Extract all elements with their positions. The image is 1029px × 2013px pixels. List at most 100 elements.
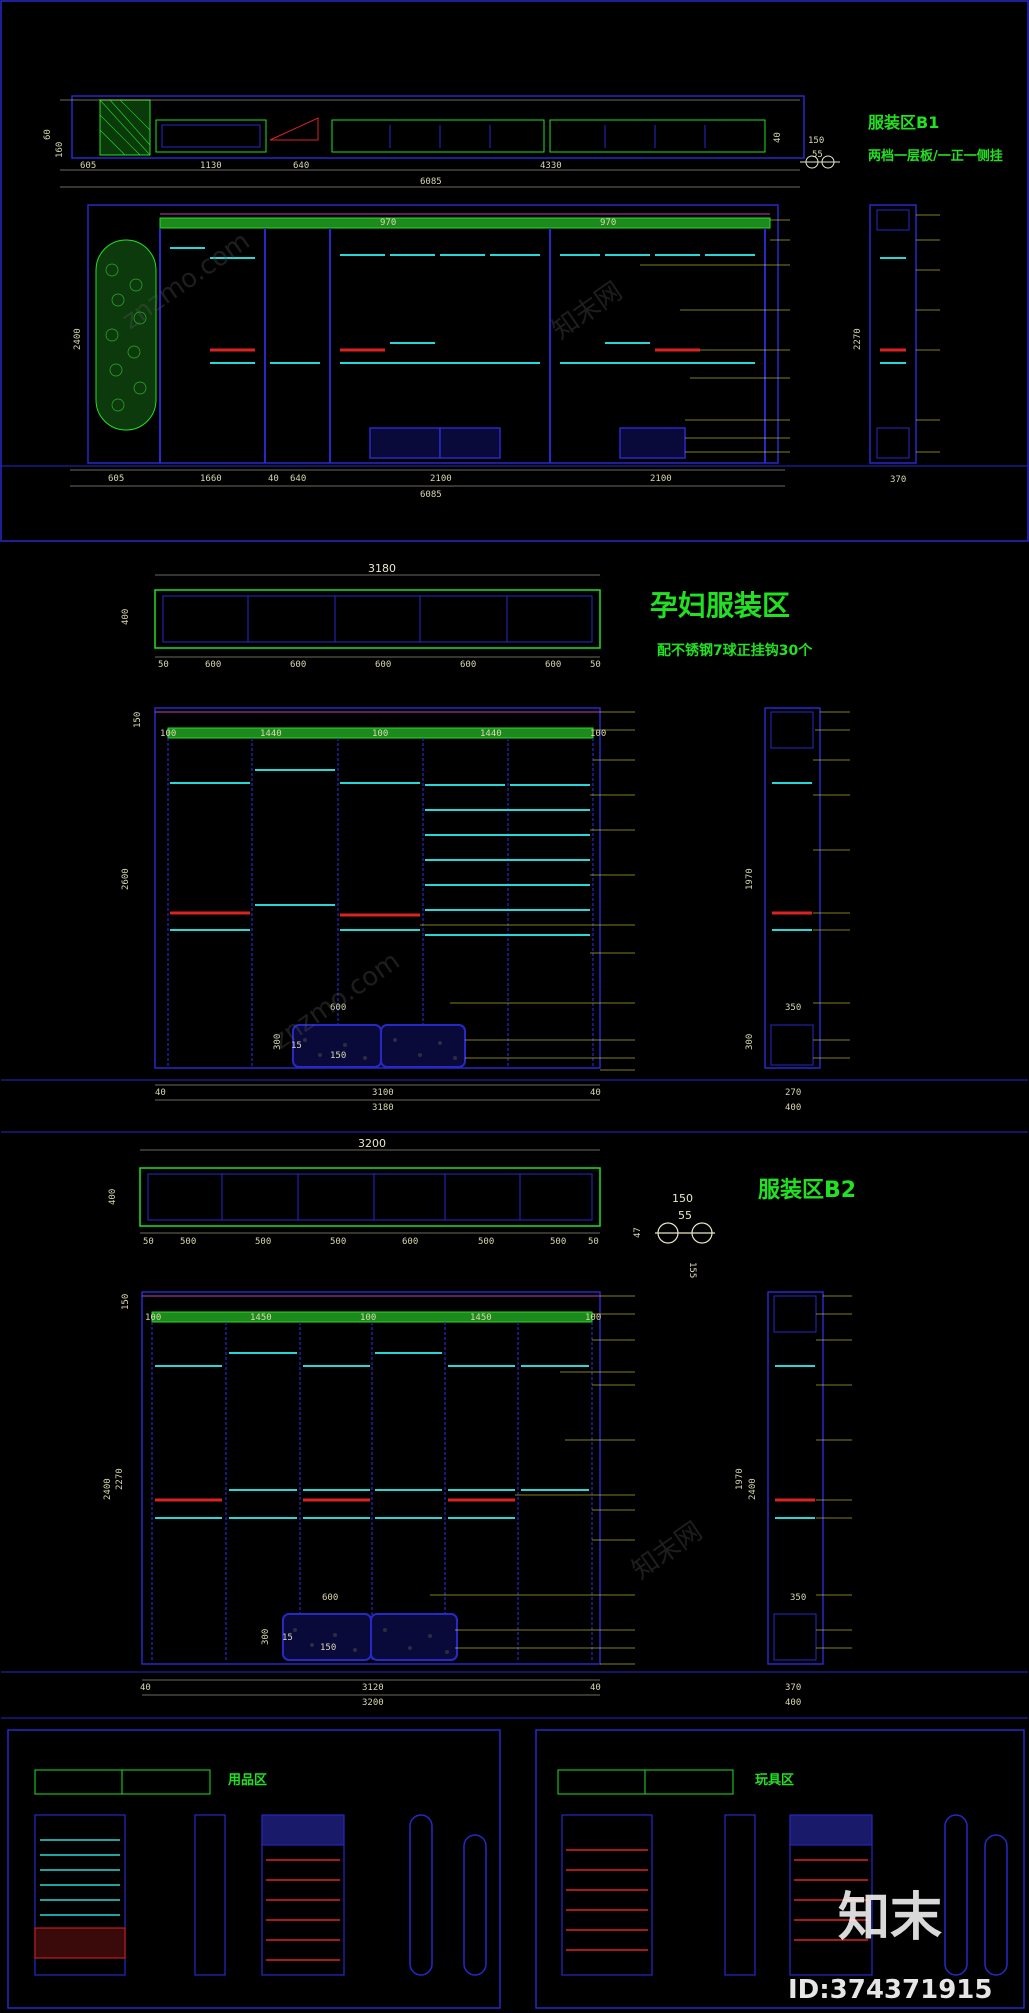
maternity-side-section: 1970 350 300 270 400	[745, 707, 850, 1113]
maternity-bottom-3100: 3100	[372, 1088, 394, 1098]
toys-title: 玩具区	[755, 1773, 794, 1788]
supplies-title: 用品区	[227, 1773, 267, 1788]
b2-seg-7: 50	[588, 1237, 599, 1247]
section-maternity: 3180 400 50 600 600 600 600 600 50 孕妇服装区…	[1, 562, 1028, 1133]
maternity-side-400: 400	[785, 1103, 801, 1113]
b1-hook-150: 150	[808, 136, 824, 146]
watermark-cn-1: 知末网	[547, 276, 628, 345]
maternity-seg-3: 600	[375, 660, 391, 670]
maternity-bench-300: 300	[273, 1034, 283, 1050]
b1-elev-top-970a: 970	[380, 218, 396, 228]
b1-elev-top-970b: 970	[600, 218, 616, 228]
maternity-seg-6: 50	[590, 660, 601, 670]
b1-plan-view: 605 1130 640 4330 6085 60 160 40	[43, 95, 805, 188]
section-toys: 玩具区	[535, 1729, 1025, 2009]
maternity-elev-2600: 2600	[121, 868, 131, 890]
b2-seg-6: 500	[550, 1237, 566, 1247]
b2-hook-detail: 150 55 47 155	[633, 1192, 715, 1278]
b1-elev-dim-2100a: 2100	[430, 474, 452, 484]
b2-bench-150: 150	[320, 1643, 336, 1653]
maternity-plan-width: 3180	[368, 562, 396, 575]
b2-hook-47: 47	[633, 1227, 643, 1238]
b1-plan-dim-4330: 4330	[540, 161, 562, 171]
b2-plan-width: 3200	[358, 1137, 386, 1150]
b1-elev-dim-40: 40	[268, 474, 279, 484]
maternity-top-100c: 100	[590, 729, 606, 739]
b2-elev-2400: 2400	[103, 1478, 113, 1500]
maternity-subtitle: 配不锈钢7球正挂钩30个	[657, 642, 813, 659]
maternity-top-100b: 100	[372, 729, 388, 739]
b2-title: 服装区B2	[758, 1178, 856, 1203]
b1-plan-dim-40: 40	[773, 132, 783, 143]
b1-elev-dim-1660: 1660	[200, 474, 222, 484]
b2-top-100c: 100	[585, 1313, 601, 1323]
b1-plan-dim-160: 160	[55, 142, 65, 158]
maternity-plan-depth: 400	[121, 609, 131, 625]
maternity-seg-2: 600	[290, 660, 306, 670]
b2-side-1970: 1970	[735, 1468, 745, 1490]
b2-side-350: 350	[790, 1593, 806, 1603]
b2-bench-15: 15	[282, 1633, 293, 1643]
b1-elev-dim-2400: 2400	[73, 328, 83, 350]
watermark-id: ID:374371915	[788, 1975, 992, 2005]
b1-frame	[0, 0, 1029, 542]
b2-top-100b: 100	[360, 1313, 376, 1323]
b2-plan-depth: 400	[108, 1189, 118, 1205]
b1-title: 服装区B1	[868, 113, 939, 132]
watermark: znzmo.com 知末网 znzmo.com 知末网 知末 ID:374371…	[117, 226, 993, 2005]
b2-bottom-3200: 3200	[362, 1698, 384, 1708]
b1-side-dim-2270: 2270	[853, 328, 863, 350]
b1-elev-dim-605: 605	[108, 474, 124, 484]
b1-side-dim-370: 370	[890, 475, 906, 485]
b2-top-1450b: 1450	[470, 1313, 492, 1323]
b1-subtitle: 两档一层板/一正一侧挂	[868, 148, 1003, 164]
b2-bottom-40b: 40	[590, 1683, 601, 1693]
maternity-seg-5: 600	[545, 660, 561, 670]
b2-bench-300: 300	[261, 1629, 271, 1645]
maternity-bench-15: 15	[291, 1041, 302, 1051]
b2-plan-view: 3200 400 50 500 500 500 600 500 500 50	[108, 1137, 601, 1247]
maternity-side-300: 300	[745, 1034, 755, 1050]
b2-elev-150: 150	[121, 1294, 131, 1310]
b1-plan-dim-total: 6085	[420, 177, 442, 187]
maternity-bench-600: 600	[330, 1003, 346, 1013]
b2-top-1450a: 1450	[250, 1313, 272, 1323]
watermark-logo: 知末	[838, 1888, 942, 1948]
b1-plan-dim-60: 60	[43, 129, 53, 140]
maternity-bottom-40a: 40	[155, 1088, 166, 1098]
b1-elev-dim-640: 640	[290, 474, 306, 484]
maternity-top-1440a: 1440	[260, 729, 282, 739]
b2-hook-150: 150	[672, 1192, 693, 1205]
b1-hook-detail: 150 55	[800, 136, 840, 169]
b2-hook-155: 155	[687, 1262, 697, 1278]
b2-seg-1: 500	[180, 1237, 196, 1247]
b2-bench-600: 600	[322, 1593, 338, 1603]
maternity-title: 孕妇服装区	[650, 589, 790, 622]
maternity-side-1970: 1970	[745, 868, 755, 890]
b2-hook-55: 55	[678, 1209, 692, 1222]
maternity-bottom-40b: 40	[590, 1088, 601, 1098]
b2-seg-3: 500	[330, 1237, 346, 1247]
maternity-top-100a: 100	[160, 729, 176, 739]
maternity-bench-150: 150	[330, 1051, 346, 1061]
maternity-side-270: 270	[785, 1088, 801, 1098]
b1-side-section: 2270 370	[853, 204, 940, 485]
section-supplies: 用品区	[7, 1729, 501, 2009]
b1-hook-55: 55	[812, 150, 823, 160]
maternity-side-350: 350	[785, 1003, 801, 1013]
b2-top-100a: 100	[145, 1313, 161, 1323]
b1-plan-dim-605: 605	[80, 161, 96, 171]
b1-plan-dim-640: 640	[293, 161, 309, 171]
b2-side-400: 400	[785, 1698, 801, 1708]
b1-elev-dim-2100b: 2100	[650, 474, 672, 484]
watermark-cn-2: 知末网	[627, 1516, 708, 1585]
b2-side-2400: 2400	[748, 1478, 758, 1500]
maternity-elevation: 600 300 15 150 100 1440 100 1440 100 260…	[121, 707, 635, 1113]
b2-side-section: 2400 1970 350 370 400	[735, 1291, 852, 1708]
section-b2: 3200 400 50 500 500 500 600 500 500 50 服…	[1, 1137, 1028, 1719]
b1-moss-panel	[95, 239, 157, 431]
b2-seg-0: 50	[143, 1237, 154, 1247]
b2-seg-5: 500	[478, 1237, 494, 1247]
b2-elevation: 600 300 15 150 100 1450 100 1450 100 240…	[103, 1291, 635, 1708]
